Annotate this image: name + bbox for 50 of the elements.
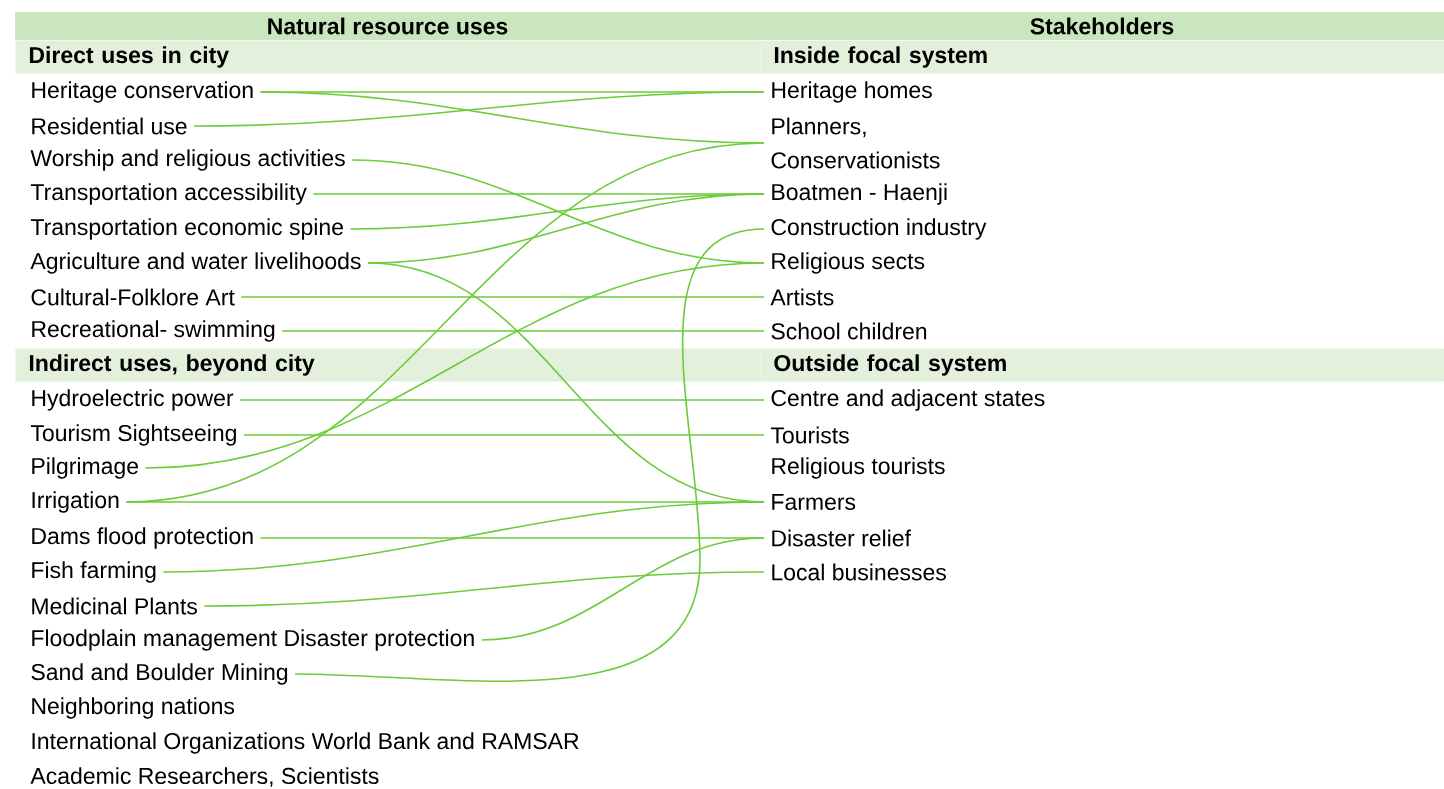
connector-line <box>203 571 765 607</box>
list-item: Dams flood protection <box>32 527 253 549</box>
list-item: Medicinal Plants <box>32 597 197 615</box>
connector-line <box>162 501 765 573</box>
section-band: Indirect uses, beyond city <box>15 348 761 382</box>
list-item: Religious sects <box>772 252 925 274</box>
list-item: Centre and adjacent states <box>771 389 1045 411</box>
list-item: International Organizations World Bank and RAMSAR <box>32 732 579 754</box>
section-band: Inside focal system <box>760 40 1444 74</box>
list-item: Academic Researchers, Scientists <box>30 767 379 787</box>
list-item: Disaster relief <box>772 529 911 547</box>
list-item: Religious tourists <box>772 457 945 479</box>
connector-line <box>144 262 765 469</box>
list-item: Irrigation <box>32 491 119 513</box>
section-band: Outside focal system <box>760 348 1444 382</box>
list-item: Recreational- swimming <box>32 320 275 342</box>
section-band: Direct uses in city <box>15 40 761 74</box>
connector-line <box>240 296 765 298</box>
list-item: Boatmen - Haenji <box>772 183 947 205</box>
connector-line <box>125 142 765 503</box>
list-item: Construction industry <box>771 218 987 240</box>
list-item: Transportation accessibility <box>30 183 307 205</box>
connector-line <box>480 537 765 641</box>
list-item: Tourists <box>770 426 849 444</box>
list-item: Fish farming <box>32 561 156 583</box>
list-item: Agriculture and water livelihoods <box>30 252 361 274</box>
header-band: Natural resource uses <box>15 12 760 40</box>
list-item: Transportation economic spine <box>30 218 343 240</box>
list-item: Residential use <box>32 117 187 135</box>
list-item: Heritage conservation <box>32 81 253 103</box>
list-item: Floodplain management Disaster protection <box>32 629 474 651</box>
connector-line <box>193 91 765 127</box>
connector-line <box>294 228 765 682</box>
list-item: Farmers <box>772 494 856 511</box>
list-item: Hydroelectric power <box>32 389 234 411</box>
list-item: Local businesses <box>772 563 946 581</box>
connector-line <box>243 434 765 436</box>
header-band: Stakeholders <box>760 12 1444 40</box>
list-item: Heritage homes <box>772 81 932 103</box>
connector-line <box>281 330 765 332</box>
connector-line <box>239 399 765 401</box>
list-item: School children <box>771 322 927 340</box>
list-item: Pilgrimage <box>32 457 138 479</box>
list-item: Neighboring nations <box>32 697 235 719</box>
list-item: Sand and Boulder Mining <box>31 663 288 685</box>
list-item: Cultural-Folklore Art <box>31 288 235 306</box>
list-item: Tourism Sightseeing <box>30 424 236 446</box>
list-item: Artists <box>770 288 834 306</box>
list-item: Worship and religious activities <box>30 149 345 171</box>
list-item: Planners, Conservationists <box>771 117 940 169</box>
